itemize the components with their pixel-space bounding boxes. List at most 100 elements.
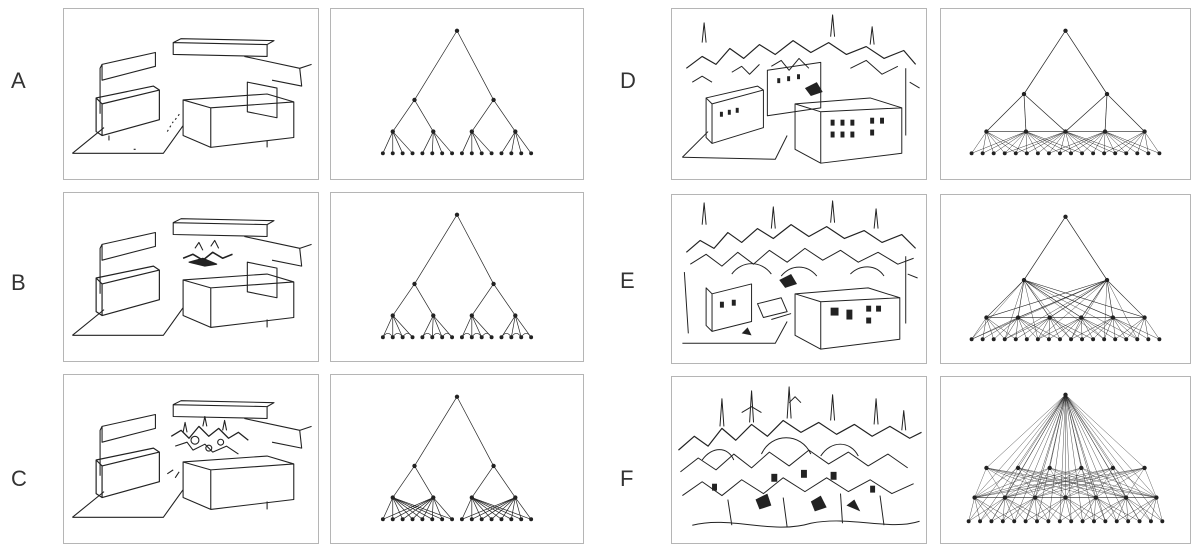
- edge: [471, 497, 483, 520]
- city-sketch-a: [63, 8, 319, 180]
- edge: [1036, 394, 1066, 522]
- edge: [974, 467, 987, 498]
- edge: [1065, 394, 1117, 522]
- edge: [1065, 131, 1116, 154]
- edge: [1049, 317, 1094, 340]
- edge: [986, 279, 1025, 318]
- node: [430, 151, 435, 156]
- edge: [493, 283, 516, 316]
- edge: [1104, 131, 1127, 154]
- edge: [432, 497, 443, 520]
- node: [1024, 337, 1029, 342]
- node: [459, 517, 464, 522]
- node: [1047, 465, 1052, 471]
- node: [1058, 151, 1062, 156]
- city-sketch-d: [671, 8, 927, 180]
- node: [400, 151, 405, 156]
- edge: [1004, 497, 1015, 522]
- edge: [1116, 497, 1157, 522]
- edge: [1004, 467, 1019, 498]
- tree-c-svg: [380, 394, 534, 522]
- node: [1063, 129, 1068, 134]
- edge: [993, 131, 1027, 154]
- edge: [1023, 279, 1105, 340]
- edge: [1004, 317, 1019, 340]
- edge: [392, 497, 433, 520]
- edge: [471, 497, 516, 520]
- edge: [1025, 497, 1066, 522]
- edge: [1017, 317, 1061, 340]
- node: [1142, 129, 1147, 134]
- edge: [1017, 279, 1108, 318]
- node: [519, 151, 524, 156]
- edge: [1023, 279, 1145, 318]
- edge: [1065, 394, 1157, 498]
- node: [489, 335, 494, 340]
- node: [1126, 519, 1131, 524]
- node: [1080, 519, 1085, 524]
- edge: [1025, 131, 1072, 154]
- edge: [1144, 131, 1160, 154]
- edge: [1017, 467, 1066, 498]
- edge: [986, 467, 1096, 498]
- edge: [1112, 467, 1157, 498]
- edge: [1081, 317, 1083, 340]
- edge: [1025, 131, 1050, 154]
- edge: [1125, 497, 1163, 522]
- edge: [1070, 317, 1082, 340]
- edge: [422, 315, 434, 338]
- edge: [414, 30, 458, 101]
- edge: [986, 131, 994, 154]
- edge: [1023, 279, 1072, 340]
- edge: [392, 99, 415, 132]
- lattice-diagram-f: [940, 376, 1191, 544]
- node: [479, 517, 484, 522]
- node: [390, 335, 395, 340]
- node: [1092, 519, 1096, 524]
- edge: [1059, 131, 1066, 154]
- node: [440, 151, 445, 156]
- edge: [968, 497, 975, 522]
- node: [1102, 151, 1107, 156]
- edge: [1049, 317, 1061, 340]
- edge: [1025, 131, 1083, 154]
- edge: [1037, 317, 1082, 340]
- edge: [1035, 497, 1038, 522]
- edge: [1002, 497, 1036, 522]
- node: [380, 151, 385, 156]
- node: [440, 335, 445, 340]
- edge: [1139, 497, 1157, 522]
- edge: [1065, 394, 1140, 522]
- node: [420, 335, 425, 340]
- node: [454, 212, 460, 217]
- node: [1146, 337, 1151, 342]
- tree-diagram-a: [330, 8, 584, 180]
- node: [984, 315, 989, 320]
- node: [491, 463, 496, 469]
- node: [1002, 151, 1007, 156]
- edge: [1065, 394, 1095, 522]
- node: [489, 151, 494, 156]
- edge: [1049, 467, 1066, 498]
- node: [390, 151, 395, 156]
- edge: [982, 131, 987, 154]
- node: [431, 129, 436, 134]
- node: [1102, 129, 1108, 134]
- edge: [414, 99, 434, 132]
- edge: [1104, 131, 1145, 154]
- edge: [1023, 279, 1050, 318]
- edge: [1116, 497, 1127, 522]
- row-label-c: C: [11, 466, 27, 491]
- edge: [1004, 279, 1025, 340]
- node: [1063, 28, 1068, 33]
- edge: [1065, 467, 1145, 498]
- edge: [1004, 279, 1108, 340]
- node: [529, 335, 534, 340]
- edge: [986, 467, 1127, 498]
- edge: [993, 317, 1019, 340]
- node: [1091, 337, 1096, 342]
- edge: [414, 465, 434, 498]
- edge: [471, 497, 532, 520]
- node: [1124, 151, 1129, 156]
- node: [380, 335, 385, 340]
